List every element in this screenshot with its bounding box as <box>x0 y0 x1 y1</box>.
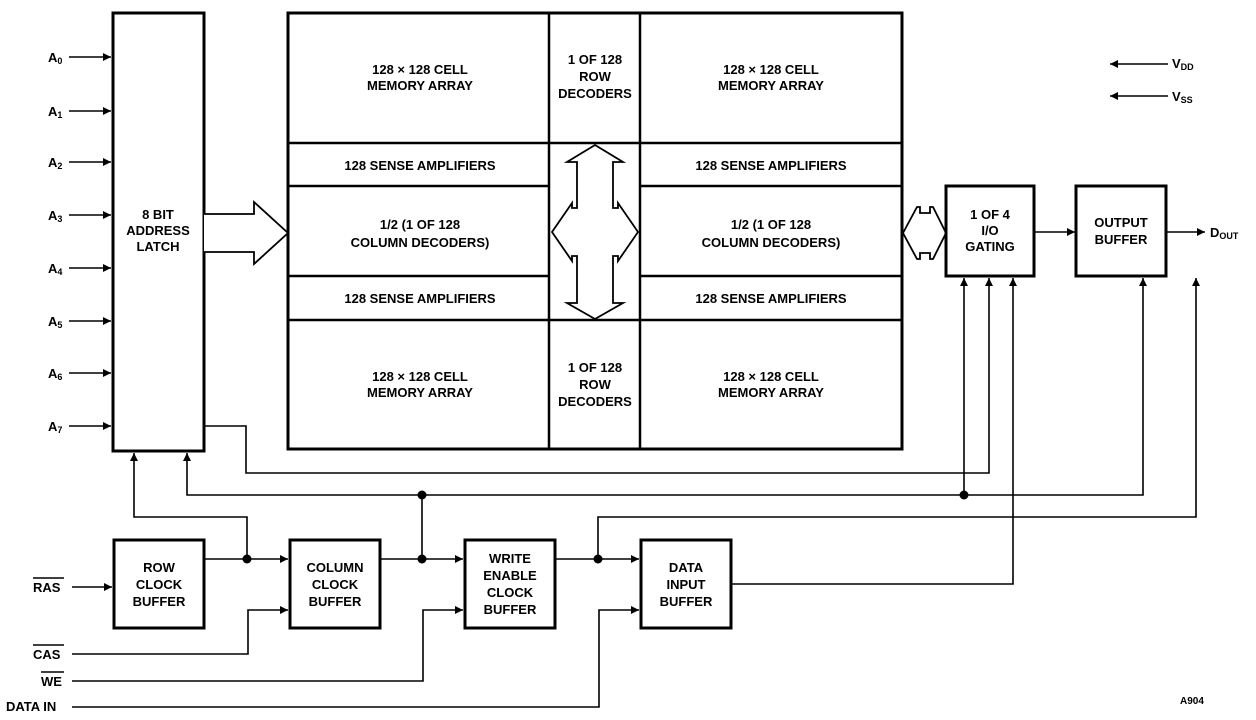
row-clock-buffer-block: ROW CLOCK BUFFER <box>112 538 206 630</box>
vss-label: VSS <box>1172 89 1193 105</box>
svg-text:BUFFER: BUFFER <box>660 594 713 609</box>
svg-text:128 × 128 CELL: 128 × 128 CELL <box>723 62 819 77</box>
svg-text:CLOCK: CLOCK <box>487 585 534 600</box>
svg-text:CLOCK: CLOCK <box>312 577 359 592</box>
address-pin-label: A4 <box>48 261 62 277</box>
svg-text:ROW: ROW <box>143 560 176 575</box>
svg-text:1 OF 128: 1 OF 128 <box>568 52 622 67</box>
junction-dot <box>417 554 427 564</box>
output-buffer-block: OUTPUT BUFFER <box>1074 184 1168 278</box>
svg-text:GATING: GATING <box>965 239 1015 254</box>
address-pin-label: A3 <box>48 208 62 224</box>
column-decoders-right: 1/2 (1 OF 128 COLUMN DECODERS) <box>702 217 841 250</box>
internal-bus-arrow <box>550 143 640 321</box>
address-pin-label: A2 <box>48 155 62 171</box>
memory-array-top-right: 128 × 128 CELL MEMORY ARRAY <box>718 62 824 93</box>
write-enable-clock-buffer-block: WRITE ENABLE CLOCK BUFFER <box>463 538 557 630</box>
address-latch: 8 BIT ADDRESS LATCH <box>111 11 206 453</box>
memory-array-top-left: 128 × 128 CELL MEMORY ARRAY <box>367 62 473 93</box>
io-gating-block: 1 OF 4 I/O GATING <box>944 184 1036 278</box>
vdd-label: VDD <box>1172 56 1194 72</box>
we-label: WE <box>41 674 62 689</box>
sense-amplifiers-top-right: 128 SENSE AMPLIFIERS <box>695 158 847 173</box>
svg-text:ROW: ROW <box>579 69 612 84</box>
svg-text:CLOCK: CLOCK <box>136 577 183 592</box>
row-clock-to-latch-wire <box>130 453 248 559</box>
svg-text:DATA: DATA <box>669 560 704 575</box>
svg-text:128 × 128 CELL: 128 × 128 CELL <box>723 369 819 384</box>
svg-text:MEMORY ARRAY: MEMORY ARRAY <box>718 385 824 400</box>
cas-wire <box>72 606 288 655</box>
we-wire <box>72 606 463 682</box>
sense-amplifiers-bottom-right: 128 SENSE AMPLIFIERS <box>695 291 847 306</box>
svg-text:MEMORY ARRAY: MEMORY ARRAY <box>718 78 824 93</box>
svg-text:I/O: I/O <box>981 223 998 238</box>
svg-text:OUTPUT: OUTPUT <box>1094 215 1148 230</box>
svg-text:COLUMN DECODERS): COLUMN DECODERS) <box>702 235 841 250</box>
latch-to-io-wire <box>204 278 993 474</box>
we-clock-to-output-wire <box>597 278 1200 559</box>
svg-text:BUFFER: BUFFER <box>309 594 362 609</box>
svg-text:1/2 (1 OF 128: 1/2 (1 OF 128 <box>380 217 460 232</box>
address-pin-label: A0 <box>48 50 62 66</box>
junction-dot <box>959 490 969 500</box>
svg-text:BUFFER: BUFFER <box>1095 232 1148 247</box>
column-decoders-left: 1/2 (1 OF 128 COLUMN DECODERS) <box>351 217 490 250</box>
svg-text:ROW: ROW <box>579 377 612 392</box>
figure-id: A904 <box>1180 696 1204 707</box>
address-latch-label-3: LATCH <box>136 239 179 254</box>
svg-text:MEMORY ARRAY: MEMORY ARRAY <box>367 385 473 400</box>
memory-array-bottom-right: 128 × 128 CELL MEMORY ARRAY <box>718 369 824 400</box>
dout-label: DOUT <box>1210 225 1239 241</box>
svg-text:1 OF 4: 1 OF 4 <box>970 207 1011 222</box>
cas-label: CAS <box>33 647 61 662</box>
memory-array-bottom-left: 128 × 128 CELL MEMORY ARRAY <box>367 369 473 400</box>
junction-dot <box>593 554 603 564</box>
svg-text:COLUMN: COLUMN <box>306 560 363 575</box>
svg-text:DECODERS: DECODERS <box>558 394 632 409</box>
svg-text:BUFFER: BUFFER <box>484 602 537 617</box>
address-latch-label-2: ADDRESS <box>126 223 190 238</box>
junction-dot <box>242 554 252 564</box>
address-pin-label: A5 <box>48 314 62 330</box>
svg-text:128 × 128 CELL: 128 × 128 CELL <box>372 369 468 384</box>
junction-dot <box>417 490 427 500</box>
svg-text:128 × 128 CELL: 128 × 128 CELL <box>372 62 468 77</box>
address-latch-label-1: 8 BIT <box>142 207 174 222</box>
svg-text:BUFFER: BUFFER <box>133 594 186 609</box>
svg-text:MEMORY ARRAY: MEMORY ARRAY <box>367 78 473 93</box>
address-pin-label: A6 <box>48 366 62 382</box>
row-decoders-bottom: 1 OF 128 ROW DECODERS <box>558 360 632 409</box>
address-pin-label: A7 <box>48 419 62 435</box>
address-pin-label: A1 <box>48 104 62 120</box>
data-input-to-io-wire <box>731 278 1017 585</box>
data-in-label: DATA IN <box>6 699 56 714</box>
memory-block: 128 × 128 CELL MEMORY ARRAY 128 × 128 CE… <box>286 11 904 451</box>
address-bus-arrow <box>204 199 290 267</box>
svg-text:INPUT: INPUT <box>667 577 706 592</box>
sense-amplifiers-top-left: 128 SENSE AMPLIFIERS <box>344 158 496 173</box>
svg-text:1/2 (1 OF 128: 1/2 (1 OF 128 <box>731 217 811 232</box>
svg-text:WRITE: WRITE <box>489 551 531 566</box>
svg-text:COLUMN DECODERS): COLUMN DECODERS) <box>351 235 490 250</box>
row-decoders-top: 1 OF 128 ROW DECODERS <box>558 52 632 101</box>
column-clock-buffer-block: COLUMN CLOCK BUFFER <box>288 538 382 630</box>
column-clock-to-latch-wire <box>183 453 423 559</box>
svg-text:DECODERS: DECODERS <box>558 86 632 101</box>
sense-amplifiers-bottom-left: 128 SENSE AMPLIFIERS <box>344 291 496 306</box>
ras-label: RAS <box>33 580 61 595</box>
svg-text:ENABLE: ENABLE <box>483 568 537 583</box>
io-bus-arrow <box>901 206 948 260</box>
data-input-buffer-block: DATA INPUT BUFFER <box>639 538 733 630</box>
svg-text:1 OF 128: 1 OF 128 <box>568 360 622 375</box>
data-in-wire <box>72 606 639 708</box>
column-clock-bus-wire <box>422 278 1147 496</box>
